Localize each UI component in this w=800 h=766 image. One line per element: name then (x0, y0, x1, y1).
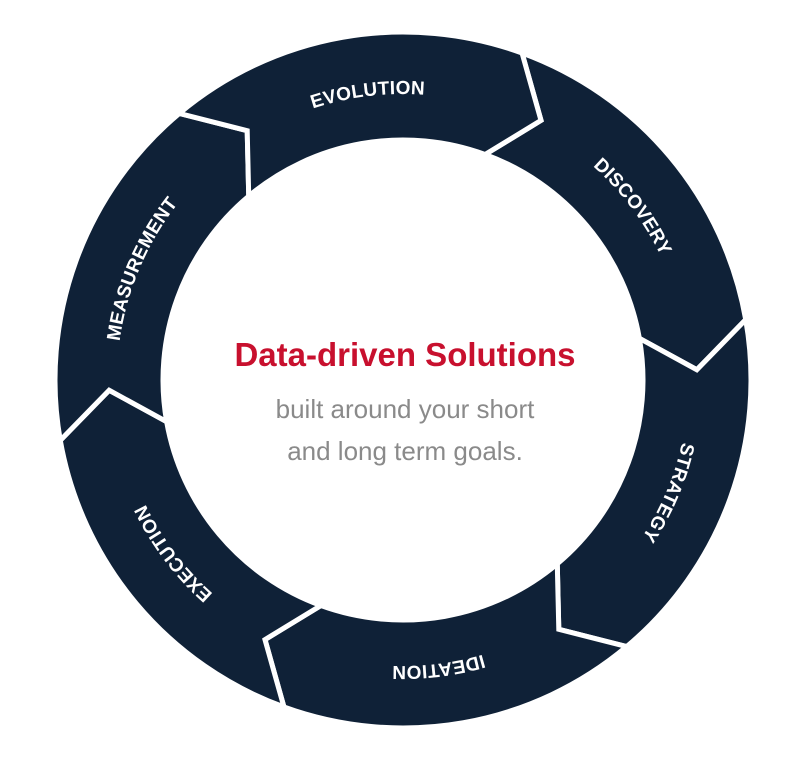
segments-layer (52, 29, 754, 731)
segment-evolution (173, 29, 544, 202)
segment-strategy (554, 314, 754, 650)
center-subtitle-line-2: and long term goals. (287, 436, 523, 466)
center-subtitle-line-1: built around your short (276, 394, 535, 424)
center-text: Data-driven Solutions built around your … (234, 336, 575, 466)
center-title: Data-driven Solutions (234, 336, 575, 373)
segment-measurement (52, 110, 252, 446)
